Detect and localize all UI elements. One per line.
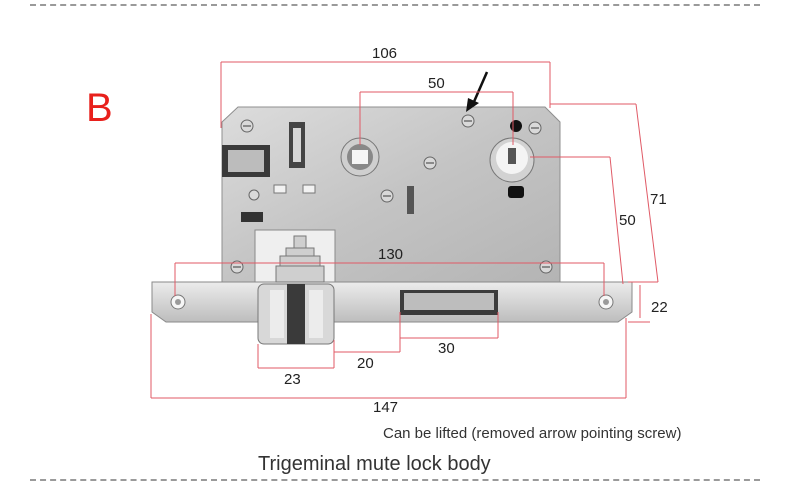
dimension-lines — [150, 61, 659, 399]
dim-106-label: 106 — [372, 45, 398, 62]
dim-30-label: 30 — [438, 340, 455, 357]
dim-50-top-label: 50 — [428, 75, 445, 92]
bottom-dashed-divider — [30, 479, 760, 481]
arrow-pointer-icon — [466, 71, 489, 112]
screw-note: Can be lifted (removed arrow pointing sc… — [383, 425, 682, 442]
product-caption: Trigeminal mute lock body — [258, 453, 491, 475]
dim-147-label: 147 — [373, 399, 399, 416]
dim-23-label: 23 — [284, 371, 301, 388]
latch-bolt — [257, 283, 335, 345]
dim-50-right-label: 50 — [619, 212, 636, 229]
latch-spring — [275, 235, 325, 283]
dim-71-label: 71 — [650, 191, 667, 208]
dim-22-label: 22 — [651, 299, 668, 316]
dim-130-label: 130 — [378, 246, 404, 263]
faceplate — [151, 281, 633, 323]
variant-letter: B — [86, 86, 113, 130]
top-dashed-divider — [30, 4, 760, 6]
dim-20-label: 20 — [357, 355, 374, 372]
cylinder-hole — [489, 120, 535, 198]
spindle-hub — [340, 137, 380, 177]
case-screws — [230, 114, 553, 274]
